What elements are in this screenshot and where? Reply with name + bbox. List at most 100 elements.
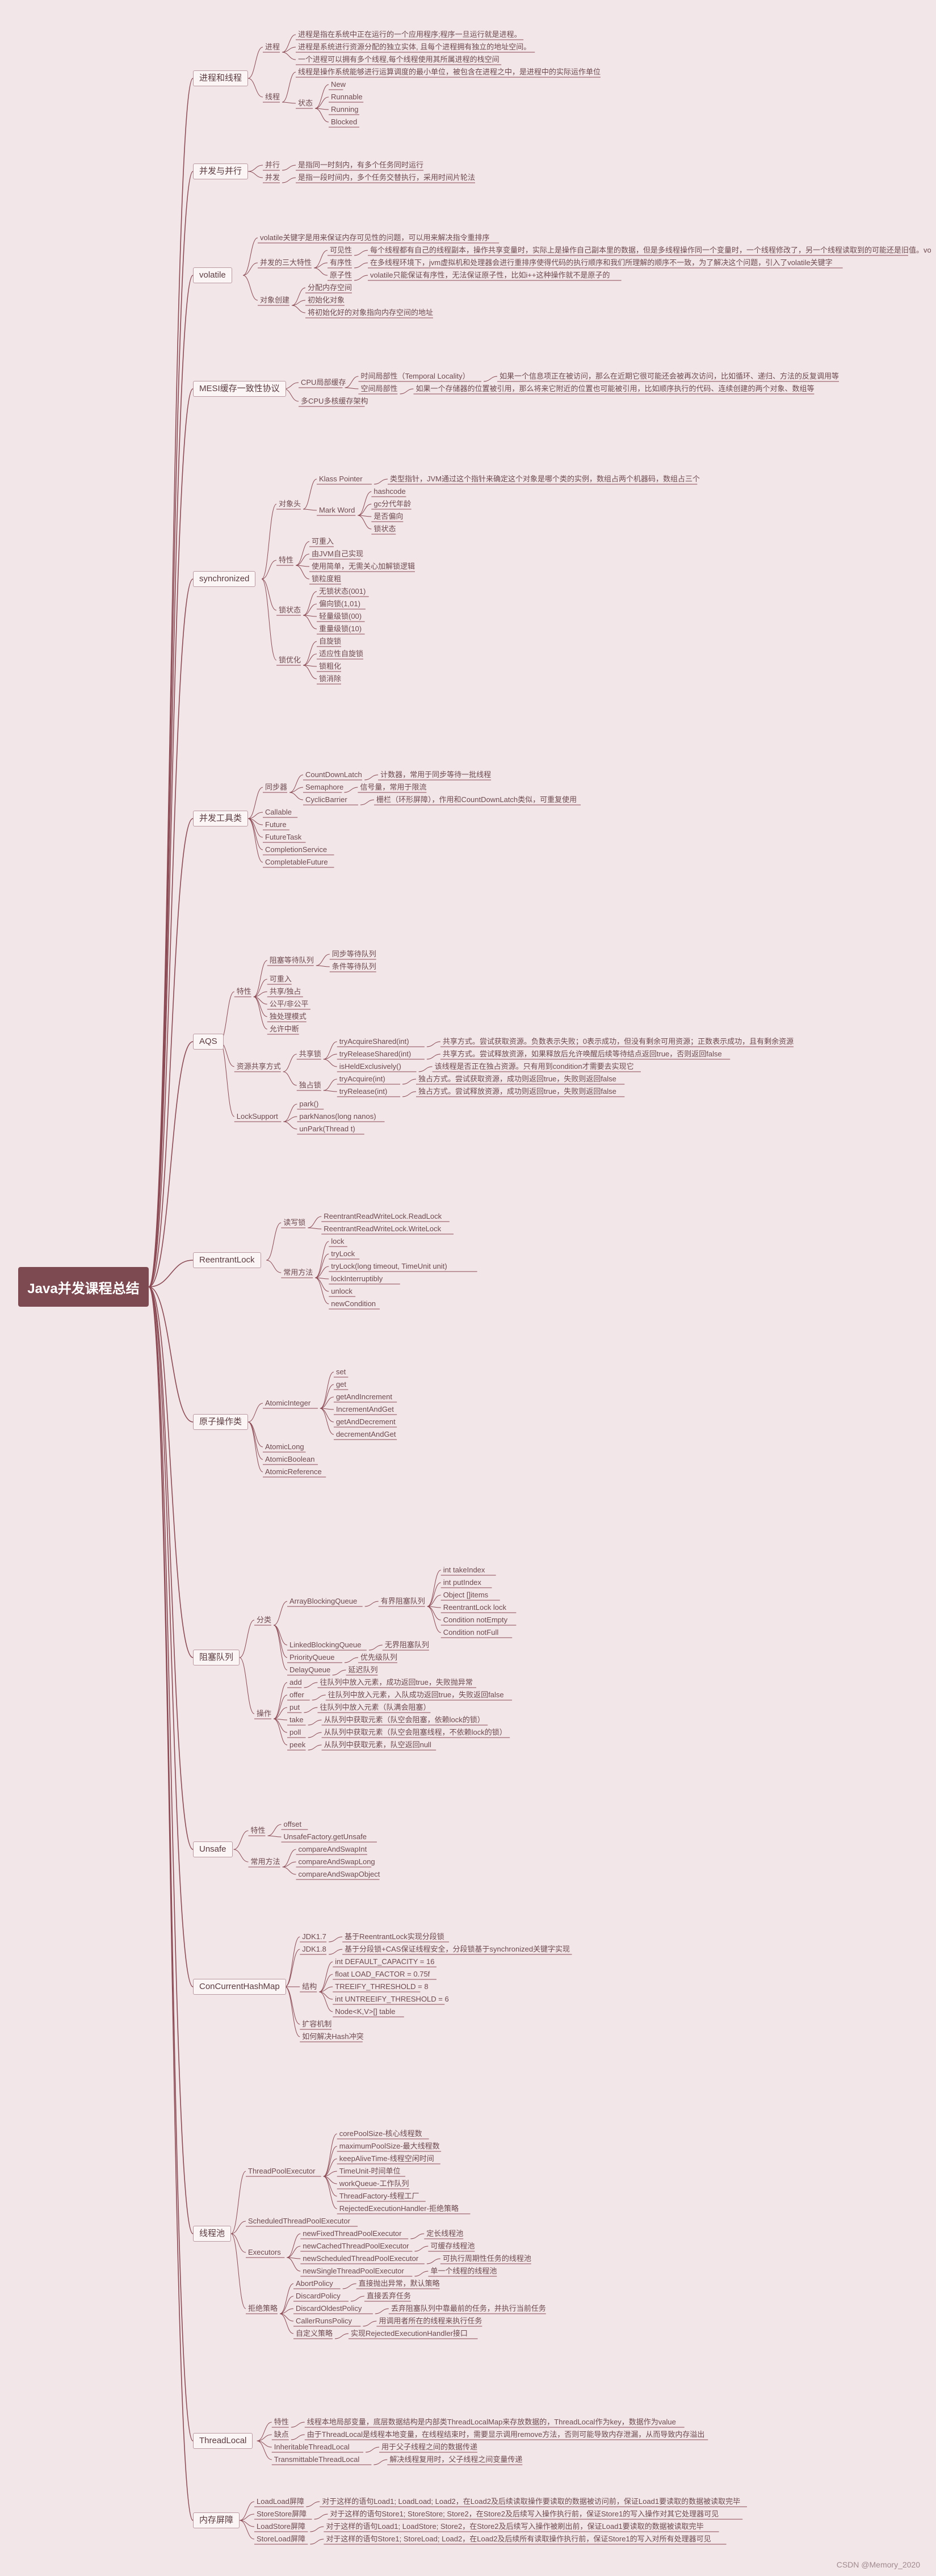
leaf-topic[interactable]: TREEIFY_THRESHOLD = 8 xyxy=(335,1982,429,1991)
subtopic[interactable]: ThreadPoolExecutor xyxy=(248,2167,316,2175)
subtopic[interactable]: 独占锁 xyxy=(299,1081,321,1089)
leaf-topic[interactable]: 用调用者所在的线程来执行任务 xyxy=(379,2317,482,2325)
subtopic[interactable]: 线程 xyxy=(265,93,280,101)
leaf-topic[interactable]: 直接丢弃任务 xyxy=(366,2292,411,2300)
subtopic[interactable]: 常用方法 xyxy=(283,1268,313,1277)
subtopic[interactable]: newFixedThreadPoolExecutor xyxy=(303,2229,402,2238)
leaf-topic[interactable]: 进程是指在系统中正在运行的一个应用程序;程序一旦运行就是进程。 xyxy=(298,30,522,39)
leaf-topic[interactable]: int takeIndex xyxy=(443,1566,485,1574)
subtopic[interactable]: AbortPolicy xyxy=(296,2279,333,2288)
subtopic[interactable]: 进程 xyxy=(265,43,280,51)
leaf-topic[interactable]: lockInterruptibly xyxy=(331,1274,383,1283)
subtopic[interactable]: 并行 xyxy=(265,161,280,169)
subtopic[interactable]: JDK1.7 xyxy=(302,1932,326,1941)
leaf-topic[interactable]: keepAliveTime-线程空闲时间 xyxy=(339,2154,434,2163)
leaf-topic[interactable]: 该线程是否正在独占资源。只有用到condition才需要去实现它 xyxy=(434,1062,634,1071)
leaf-topic[interactable]: 对于这样的语句Store1; StoreStore; Store2，在Store… xyxy=(330,2510,719,2518)
leaf-topic[interactable]: AtomicReference xyxy=(265,1467,322,1476)
leaf-topic[interactable]: 类型指针，JVM通过这个指针来确定这个对象是哪个类的实例，数组占两个机器码，数组… xyxy=(389,475,700,483)
subtopic[interactable]: tryAcquire(int) xyxy=(339,1075,385,1083)
leaf-topic[interactable]: 锁状态 xyxy=(373,525,396,533)
leaf-topic[interactable]: 允许中断 xyxy=(269,1025,299,1033)
subtopic[interactable]: DiscardPolicy xyxy=(296,2292,341,2300)
leaf-topic[interactable]: int DEFAULT_CAPACITY = 16 xyxy=(335,1957,435,1966)
leaf-topic[interactable]: compareAndSwapLong xyxy=(298,1857,375,1866)
leaf-topic[interactable]: Running xyxy=(331,105,359,114)
subtopic[interactable]: poll xyxy=(289,1728,301,1736)
leaf-topic[interactable]: ReentrantReadWriteLock.ReadLock xyxy=(324,1212,442,1220)
leaf-topic[interactable]: 如果一个存储器的位置被引用，那么将来它附近的位置也可能被引用，比如顺序执行的代码… xyxy=(415,384,815,393)
leaf-topic[interactable]: parkNanos(long nanos) xyxy=(299,1112,376,1121)
subtopic[interactable]: 并发的三大特性 xyxy=(260,258,312,267)
leaf-topic[interactable]: 偏向锁(1,01) xyxy=(319,599,360,608)
subtopic[interactable]: 空间局部性 xyxy=(360,384,398,393)
leaf-topic[interactable]: 从队列中获取元素，队空返回null xyxy=(324,1740,431,1749)
leaf-topic[interactable]: TimeUnit-时间单位 xyxy=(339,2167,401,2175)
leaf-topic[interactable]: 从队列中获取元素（队空会阻塞，依赖lock的锁） xyxy=(324,1715,485,1724)
subtopic[interactable]: CPU局部缓存 xyxy=(301,378,346,387)
subtopic[interactable]: 特性 xyxy=(250,1826,266,1835)
subtopic[interactable]: InheritableThreadLocal xyxy=(274,2443,350,2451)
leaf-topic[interactable]: gc分代年龄 xyxy=(373,500,412,508)
branch-topic[interactable]: ReentrantLock xyxy=(193,1252,261,1268)
subtopic[interactable]: 缺点 xyxy=(274,2430,289,2439)
leaf-topic[interactable]: 可重入 xyxy=(269,975,292,983)
branch-topic[interactable]: volatile xyxy=(193,267,232,283)
subtopic[interactable]: newSingleThreadPoolExecutor xyxy=(303,2267,404,2275)
subtopic[interactable]: Executors xyxy=(248,2248,281,2256)
branch-topic[interactable]: Unsafe xyxy=(193,1841,233,1857)
leaf-topic[interactable]: 一个进程可以拥有多个线程,每个线程使用其所属进程的栈空间 xyxy=(298,55,500,64)
leaf-topic[interactable]: 可执行周期性任务的线程池 xyxy=(442,2254,531,2263)
branch-topic[interactable]: MESI缓存一致性协议 xyxy=(193,381,286,397)
subtopic[interactable]: newScheduledThreadPoolExecutor xyxy=(303,2254,419,2263)
leaf-topic[interactable]: 适应性自旋锁 xyxy=(319,649,364,658)
leaf-topic[interactable]: 往队列中放入元素，成功返回true，失败抛异常 xyxy=(320,1678,473,1686)
leaf-topic[interactable]: 对于这样的语句Store1; StoreLoad; Load2，在Load2及后… xyxy=(326,2535,711,2543)
leaf-topic[interactable]: 使用简单，无需关心加解锁逻辑 xyxy=(312,562,415,570)
leaf-topic[interactable]: 是指一段时间内，多个任务交替执行，采用时间片轮法 xyxy=(298,173,476,182)
leaf-topic[interactable]: int putIndex xyxy=(443,1578,481,1587)
subtopic[interactable]: CountDownLatch xyxy=(305,770,362,779)
subtopic[interactable]: 特性 xyxy=(274,2418,289,2426)
leaf-topic[interactable]: 扩容机制 xyxy=(302,2020,332,2028)
subtopic[interactable]: tryAcquireShared(int) xyxy=(339,1037,409,1046)
leaf-topic[interactable]: 往队列中放入元素，入队成功返回true，失败返回false xyxy=(328,1690,504,1699)
leaf-topic[interactable]: IncrementAndGet xyxy=(335,1405,394,1413)
subtopic[interactable]: 分类 xyxy=(257,1616,272,1624)
leaf-topic[interactable]: 将初始化好的对象指向内存空间的地址 xyxy=(308,308,434,317)
leaf-topic[interactable]: 线程是操作系统能够进行运算调度的最小单位，被包含在进程之中，是进程中的实际运作单… xyxy=(298,68,601,76)
subtopic[interactable]: TransmittableThreadLocal xyxy=(274,2455,360,2464)
leaf-topic[interactable]: 计数器，常用于同步等待一批线程 xyxy=(380,770,492,779)
branch-topic[interactable]: 内存屏障 xyxy=(193,2512,240,2528)
leaf-topic[interactable]: workQueue-工作队列 xyxy=(339,2179,409,2188)
leaf-topic[interactable]: Condition notFull xyxy=(443,1628,499,1637)
leaf-topic[interactable]: 无锁状态(001) xyxy=(319,587,366,595)
subtopic[interactable]: AtomicInteger xyxy=(265,1399,311,1407)
subtopic[interactable]: LockSupport xyxy=(236,1112,278,1121)
leaf-topic[interactable]: 锁消除 xyxy=(319,674,342,683)
branch-topic[interactable]: ThreadLocal xyxy=(193,2433,253,2449)
leaf-topic[interactable]: 基于ReentrantLock实现分段锁 xyxy=(345,1932,444,1941)
branch-topic[interactable]: 阻塞队列 xyxy=(193,1650,240,1665)
leaf-topic[interactable]: Runnable xyxy=(331,93,363,101)
leaf-topic[interactable]: volatile只能保证有序性，无法保证原子性，比如i++这种操作就不是原子的 xyxy=(370,271,610,279)
subtopic[interactable]: StoreLoad屏障 xyxy=(257,2535,305,2543)
branch-topic[interactable]: AQS xyxy=(193,1034,224,1050)
leaf-topic[interactable]: 初始化对象 xyxy=(308,296,345,304)
subtopic[interactable]: 并发 xyxy=(265,173,280,182)
leaf-topic[interactable]: tryLock xyxy=(331,1249,355,1258)
subtopic[interactable]: DiscardOldestPolicy xyxy=(296,2304,362,2313)
leaf-topic[interactable]: 是否偏向 xyxy=(373,512,404,521)
subtopic[interactable]: 共享锁 xyxy=(299,1050,321,1058)
leaf-topic[interactable]: 在多线程环境下，jvm虚拟机和处理器会进行重排序使得代码的执行顺序和我们所理解的… xyxy=(370,258,833,267)
subtopic[interactable]: isHeldExclusively() xyxy=(339,1062,401,1071)
subtopic[interactable]: 阻塞等待队列 xyxy=(269,956,314,964)
subtopic[interactable]: newCachedThreadPoolExecutor xyxy=(303,2242,409,2250)
leaf-topic[interactable]: ReentrantLock lock xyxy=(443,1603,506,1612)
leaf-topic[interactable]: ScheduledThreadPoolExecutor xyxy=(248,2217,350,2225)
leaf-topic[interactable]: get xyxy=(335,1380,347,1388)
leaf-topic[interactable]: 独占方式。尝试获取资源，成功则返回true，失败则返回false xyxy=(418,1075,616,1083)
leaf-topic[interactable]: 基于分段锁+CAS保证线程安全，分段锁基于synchronized关键字实现 xyxy=(345,1945,570,1953)
subtopic[interactable]: 可见性 xyxy=(330,246,352,254)
leaf-topic[interactable]: 用于父子线程之间的数据传递 xyxy=(381,2443,478,2451)
